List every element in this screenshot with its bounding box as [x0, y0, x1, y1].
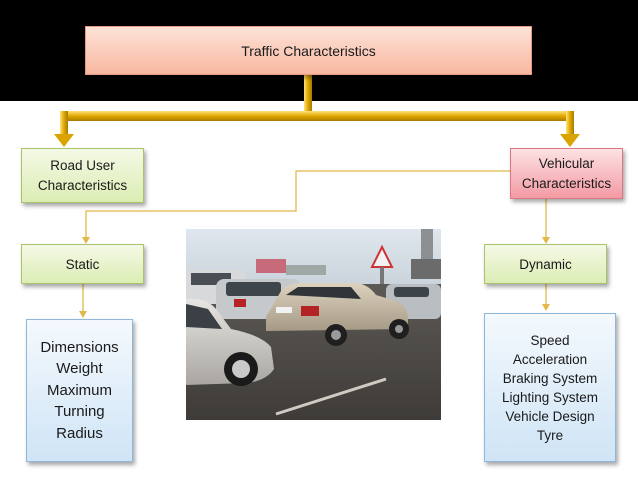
dynamic-label: Dynamic: [519, 256, 572, 272]
road-user-label: Road User Characteristics: [37, 157, 128, 193]
static-item: Weight: [56, 360, 103, 378]
left-sub-arrowhead: [79, 311, 87, 318]
dynamic-item: Tyre: [536, 427, 564, 443]
dynamic-items-box: Speed Acceleration Braking System Lighti…: [484, 313, 616, 462]
right-sub-arrowhead: [542, 304, 550, 311]
dynamic-item: Acceleration: [512, 351, 588, 367]
dynamic-box: Dynamic: [484, 244, 607, 284]
trunk-connector: [304, 75, 312, 113]
left-arrowhead: [54, 134, 74, 147]
static-box: Static: [21, 244, 144, 284]
cross-arrowhead: [82, 237, 90, 244]
static-item: Turning: [54, 403, 105, 421]
dynamic-item: Vehicle Design: [505, 408, 595, 424]
dynamic-item: Speed: [530, 332, 570, 348]
title-text: Traffic Characteristics: [241, 42, 376, 59]
static-item: Maximum: [46, 381, 112, 399]
vehicular-label: Vehicular Characteristics: [521, 155, 612, 191]
road-user-box: Road User Characteristics: [21, 148, 144, 203]
left-drop: [60, 111, 68, 137]
static-item: Radius: [56, 424, 103, 442]
static-items-box: Dimensions Weight Maximum Turning Radius: [26, 319, 133, 462]
parked-cars-photo: [186, 229, 441, 420]
static-item: Dimensions: [40, 338, 119, 356]
right-top-arrowhead: [542, 237, 550, 244]
vehicular-box: Vehicular Characteristics: [510, 148, 623, 199]
cross-connector: [85, 170, 510, 238]
title-box: Traffic Characteristics: [85, 26, 532, 75]
dynamic-item: Braking System: [502, 370, 598, 386]
dynamic-item: Lighting System: [501, 389, 599, 405]
static-label: Static: [65, 256, 100, 272]
right-drop: [566, 111, 574, 137]
right-arrowhead: [560, 134, 580, 147]
branch-bar: [60, 111, 574, 121]
